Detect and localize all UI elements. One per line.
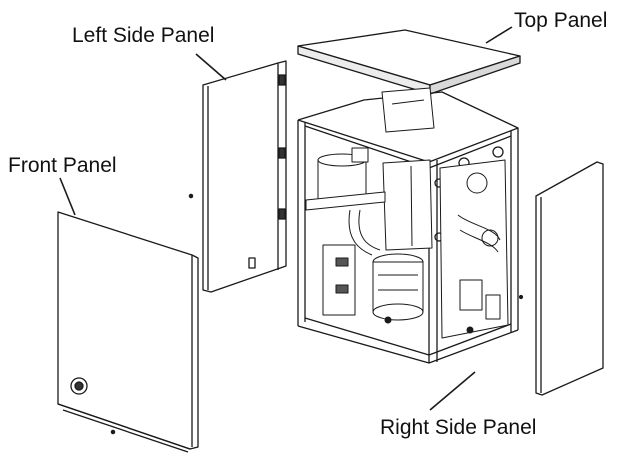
internal-components [305, 87, 524, 339]
right-side-panel [535, 161, 604, 396]
label-left-side-panel: Left Side Panel [72, 24, 215, 47]
label-right-side-panel: Right Side Panel [380, 416, 537, 439]
front-panel [57, 211, 199, 453]
cabinet-frame [297, 91, 519, 364]
label-top-panel: Top Panel [514, 9, 608, 32]
top-panel [297, 29, 521, 95]
leader-lines [59, 26, 513, 411]
left-side-panel [188, 60, 287, 293]
label-front-panel: Front Panel [8, 154, 117, 177]
